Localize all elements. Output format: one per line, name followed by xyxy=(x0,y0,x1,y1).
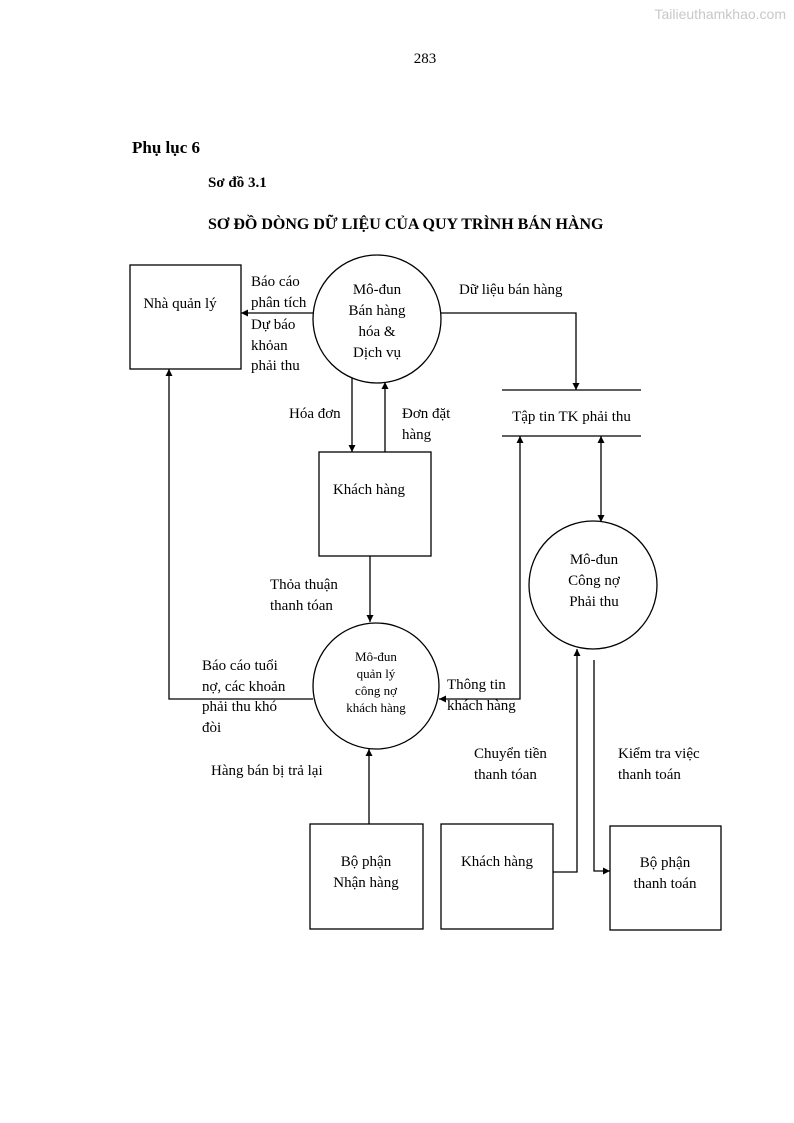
receiving-dept-box xyxy=(309,823,424,930)
sales-module-label: Mô-đun Bán hàng hóa & Dịch vụ xyxy=(348,282,406,361)
manager-box xyxy=(129,264,242,370)
customer-info-label: Thông tin khách hàng xyxy=(447,677,516,714)
check-payment-label: Kiểm tra việc thanh toán xyxy=(618,746,700,783)
page-number: 283 xyxy=(413,51,437,67)
receivable-module-label: Mô-đun Công nợ Phải thu xyxy=(568,552,620,610)
invoice-label: Hóa đơn xyxy=(289,406,341,422)
transfer-payment-label: Chuyển tiền thanh tóan xyxy=(474,746,547,783)
customer-bottom-box xyxy=(440,823,554,930)
transfer-payment-arrow xyxy=(553,649,581,873)
sales-data-arrow xyxy=(441,312,580,390)
figure-number: Sơ đồ 3.1 xyxy=(208,175,267,191)
order-label: Đơn đặt hàng xyxy=(402,406,451,443)
manager-label: Nhà quản lý xyxy=(143,296,217,312)
analysis-report-label: Báo cáo phân tích xyxy=(251,274,307,311)
customer-top-box xyxy=(318,451,432,557)
sales-module-circle xyxy=(312,254,442,384)
aging-report-arrow xyxy=(165,369,313,700)
check-payment-arrow xyxy=(593,660,610,875)
ar-file-label: Tập tin TK phải thu xyxy=(512,409,631,425)
customer-info-arrow xyxy=(439,436,524,703)
receivable-module-circle xyxy=(528,520,658,650)
payment-dept-box xyxy=(609,825,722,931)
receiving-dept-label: Bộ phận Nhận hàng xyxy=(333,854,399,891)
appendix-title: Phụ lục 6 xyxy=(132,138,201,157)
payment-dept-label: Bộ phận thanh toán xyxy=(633,855,697,892)
aging-report-label: Báo cáo tuổi nợ, các khoản phải thu khó … xyxy=(202,658,286,736)
customer-bottom-label: Khách hàng xyxy=(460,854,534,870)
customer-top-label: Khách hàng xyxy=(332,482,406,498)
debt-module-label: Mô-đun quản lý công nợ khách hàng xyxy=(346,649,406,715)
diagram-title: SƠ ĐỒ DÒNG DỮ LIỆU CỦA QUY TRÌNH BÁN HÀN… xyxy=(208,216,604,233)
sales-data-label: Dữ liệu bán hàng xyxy=(459,282,563,298)
returned-goods-label: Hàng bán bị trả lại xyxy=(211,763,323,779)
payment-agreement-label: Thỏa thuận thanh tóan xyxy=(270,577,338,614)
forecast-label: Dự báo khỏan phải thu xyxy=(251,317,300,374)
watermark: Tailieuthamkhao.com xyxy=(654,6,786,22)
